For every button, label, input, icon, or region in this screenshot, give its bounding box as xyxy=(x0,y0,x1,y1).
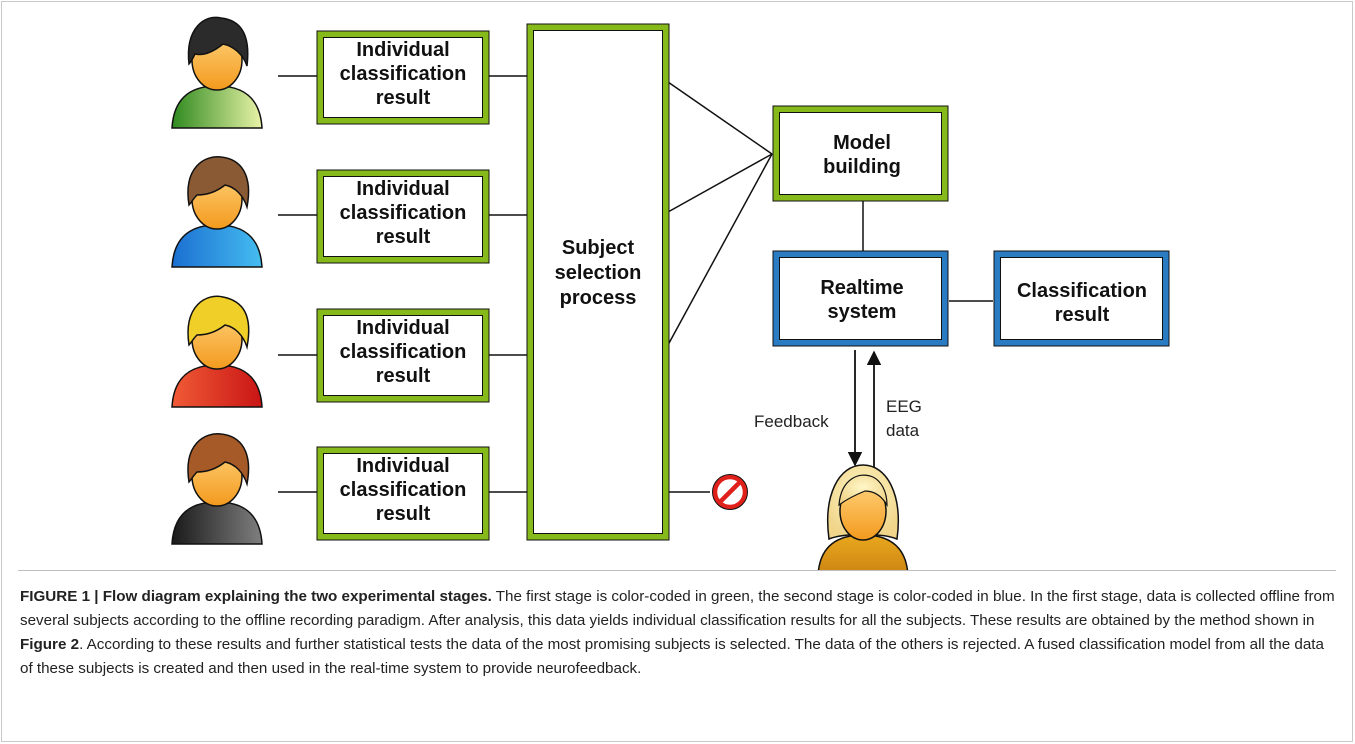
person-icon xyxy=(171,433,263,545)
box-line: result xyxy=(376,87,431,109)
box-line: building xyxy=(823,156,901,178)
caption-divider xyxy=(18,570,1336,571)
feedback-label: Feedback xyxy=(754,412,829,431)
box-line: system xyxy=(828,301,897,323)
box-line: Subject xyxy=(562,237,635,259)
box-line: selection xyxy=(555,262,642,284)
box-line: result xyxy=(376,503,431,525)
box-line: result xyxy=(376,365,431,387)
connector-lines xyxy=(278,75,993,493)
box-line: Individual xyxy=(356,317,449,339)
reject-icon xyxy=(712,474,748,510)
box-line: Individual xyxy=(356,455,449,477)
box-line: classification xyxy=(340,479,467,501)
box-line: Model xyxy=(833,132,891,154)
box-line: classification xyxy=(340,202,467,224)
eeg-data-label: EEG data xyxy=(886,397,922,440)
box-line: Realtime xyxy=(820,277,903,299)
eeg-label-line: data xyxy=(886,421,920,440)
person-icon xyxy=(171,16,263,129)
caption-figure-ref[interactable]: Figure 2 xyxy=(20,636,80,653)
person-icon xyxy=(817,464,909,570)
box-line: Individual xyxy=(356,178,449,200)
person-icon xyxy=(171,156,263,268)
eeg-label-line: EEG xyxy=(886,397,922,416)
box-line: classification xyxy=(340,341,467,363)
box-line: Individual xyxy=(356,39,449,61)
figure-caption: FIGURE 1 | Flow diagram explaining the t… xyxy=(20,585,1336,681)
person-icon xyxy=(171,295,263,408)
caption-text-part1: The first stage is color-coded in green,… xyxy=(20,588,1335,629)
box-line: result xyxy=(1055,304,1110,326)
caption-label: FIGURE 1 | Flow diagram explaining the t… xyxy=(20,588,492,605)
box-line: result xyxy=(376,226,431,248)
subject-selection-box: Subject selection process xyxy=(526,23,670,541)
signal-arrows xyxy=(847,350,882,468)
box-line: process xyxy=(560,287,637,309)
caption-text-part2: . According to these results and further… xyxy=(20,636,1324,677)
box-line: Classification xyxy=(1017,280,1147,302)
box-line: classification xyxy=(340,63,467,85)
